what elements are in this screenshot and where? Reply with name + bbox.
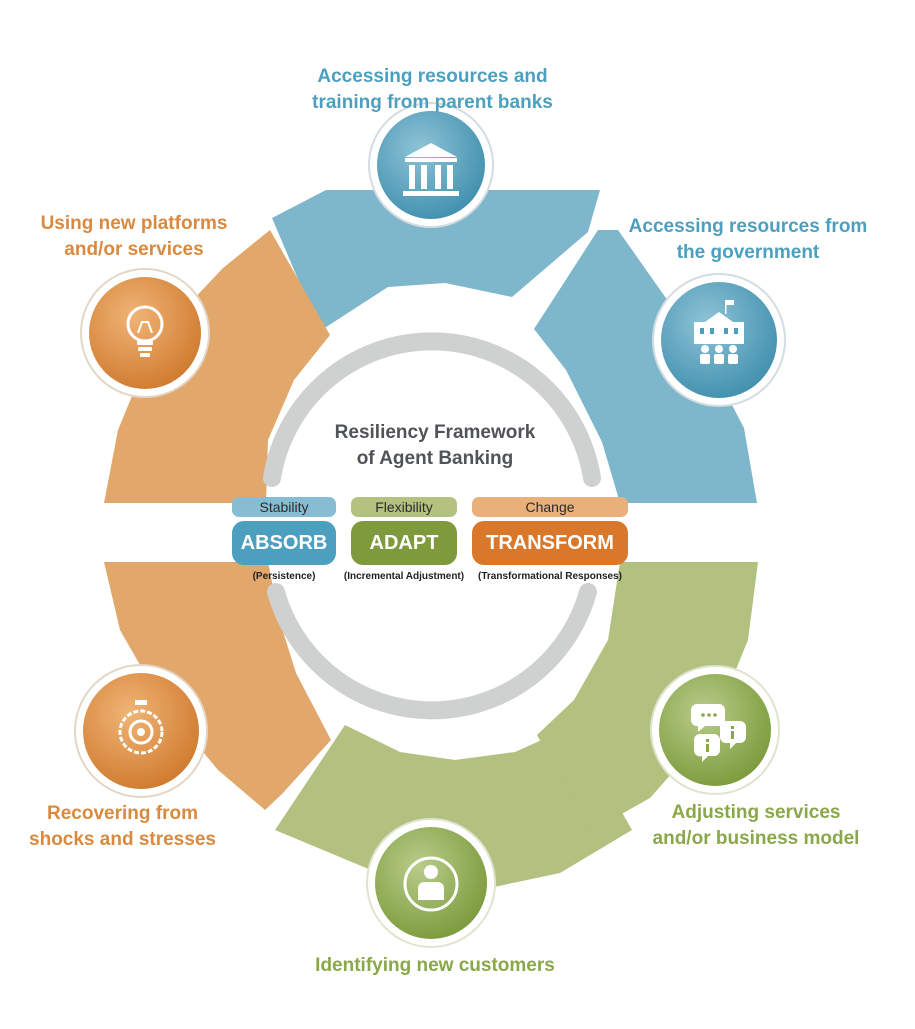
label-recovering-line2: shocks and stresses [29,829,216,850]
label-platforms: Using new platforms and/or services [24,211,244,263]
segment-adjusting [537,562,758,832]
label-government: Accessing resources from the government [618,214,878,266]
tag-change: Change [472,497,628,517]
label-parent-banks: Accessing resources and training from pa… [300,64,565,116]
capacity-absorb: ABSORB [232,521,336,565]
capacity-adapt: ADAPT [351,521,457,565]
stopwatch-icon [74,664,208,798]
label-customers: Identifying new customers [290,953,580,979]
lightbulb-icon [80,268,210,398]
label-parent-banks-line1: Accessing resources and [317,66,548,87]
label-adjusting: Adjusting services and/or business model [636,800,876,852]
inner-ring-top [263,332,601,487]
label-recovering: Recovering from shocks and stresses [20,801,225,853]
person-icon [366,818,496,948]
segment-recovering [104,562,331,810]
segment-customers [275,725,632,890]
label-recovering-line1: Recovering from [47,803,198,824]
segment-platforms [104,230,330,503]
segment-parent-banks [272,190,600,331]
label-parent-banks-line2: training from parent banks [312,92,553,113]
capacity-transform: TRANSFORM [472,521,628,565]
label-government-line2: the government [676,242,820,263]
inner-ring-bottom [267,583,597,720]
note-incremental: (Incremental Adjustment) [343,571,465,582]
tag-flexibility: Flexibility [351,497,457,517]
note-persistence: (Persistence) [252,571,316,582]
label-adjusting-line1: Adjusting services [671,802,841,823]
label-adjusting-line2: and/or business model [652,828,860,849]
label-government-line1: Accessing resources from [628,216,868,237]
chat-bubbles-icon [650,665,780,795]
center-title-line1: Resiliency Framework [334,422,536,443]
bank-icon [368,102,494,228]
label-customers-line1: Identifying new customers [315,955,555,976]
label-platforms-line1: Using new platforms [40,213,228,234]
center-title: Resiliency Framework of Agent Banking [290,420,580,472]
center-title-line2: of Agent Banking [356,448,514,469]
label-platforms-line2: and/or services [64,239,204,260]
segment-government [534,230,757,503]
government-building-icon [652,273,786,407]
note-transformational: (Transformational Responses) [478,571,622,582]
tag-stability: Stability [232,497,336,517]
